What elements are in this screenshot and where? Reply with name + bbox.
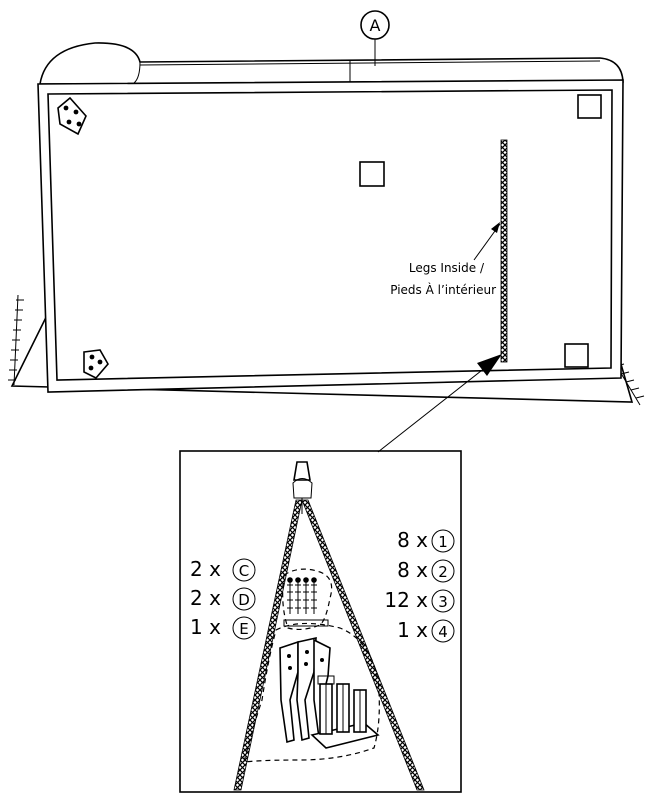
legs-strip	[500, 139, 508, 363]
part-1-count: 8 x	[397, 528, 428, 552]
hardware-brackets	[279, 636, 331, 744]
top-rail	[39, 42, 624, 85]
parts-right: 8 x 1 8 x 2 12 x 3 1 x 4	[384, 528, 455, 643]
hardware-legs	[310, 675, 380, 749]
detail-box	[179, 450, 462, 793]
callout-a: A	[360, 10, 390, 66]
part-d-letter: D	[238, 591, 250, 609]
corner-pad-top-right	[577, 94, 602, 119]
corner-pad-bottom-right	[564, 343, 589, 368]
part-c-letter: C	[239, 562, 249, 580]
part-2-number: 2	[438, 563, 448, 581]
part-d-count: 2 x	[190, 586, 221, 610]
legs-note-line2: Pieds À l’intérieur	[390, 282, 496, 297]
part-e-count: 1 x	[190, 615, 221, 639]
center-pad	[359, 161, 385, 187]
hardware-screws	[283, 577, 329, 627]
part-4-number: 4	[438, 623, 448, 641]
legs-note-line1: Legs Inside /	[409, 261, 485, 275]
part-3-number: 3	[438, 593, 448, 611]
note-arrow	[473, 222, 501, 261]
part-e-letter: E	[239, 620, 248, 638]
callout-a-label: A	[370, 16, 381, 35]
corner-bracket-top-left	[57, 96, 87, 136]
part-1-number: 1	[438, 533, 448, 551]
corner-bracket-bottom-left	[83, 349, 109, 379]
detail-leader	[377, 354, 502, 453]
part-3-count: 12 x	[384, 588, 428, 612]
part-2-count: 8 x	[397, 558, 428, 582]
detail-strip-left	[233, 499, 303, 791]
part-4-count: 1 x	[397, 618, 428, 642]
main-panel	[37, 79, 624, 393]
parts-left: 2 x C 2 x D 1 x E	[190, 557, 256, 640]
part-c-count: 2 x	[190, 557, 221, 581]
